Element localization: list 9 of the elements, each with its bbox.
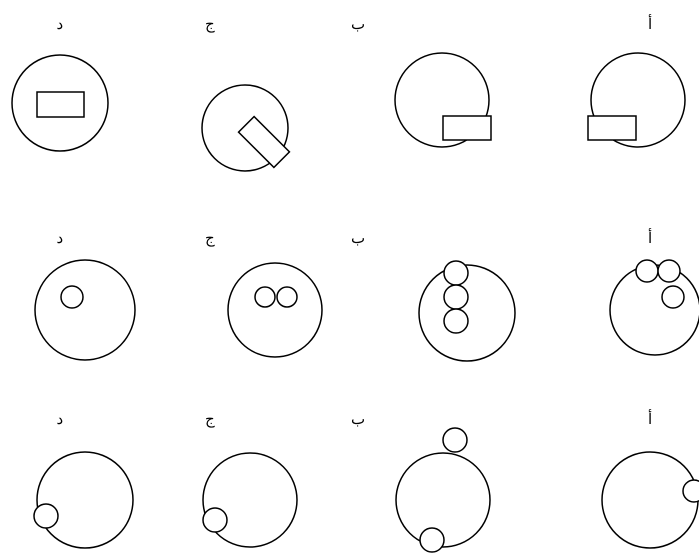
letter-label: د: [56, 413, 64, 428]
letter-label: ج: [205, 232, 215, 247]
letter-label: ب: [351, 18, 365, 33]
letter-label: د: [56, 232, 64, 247]
letter-label: ب: [351, 232, 365, 247]
letter-label: د: [56, 18, 64, 33]
letter-label: ج: [205, 413, 215, 428]
letter-label: ب: [351, 413, 365, 428]
letter-label: ج: [205, 18, 215, 33]
